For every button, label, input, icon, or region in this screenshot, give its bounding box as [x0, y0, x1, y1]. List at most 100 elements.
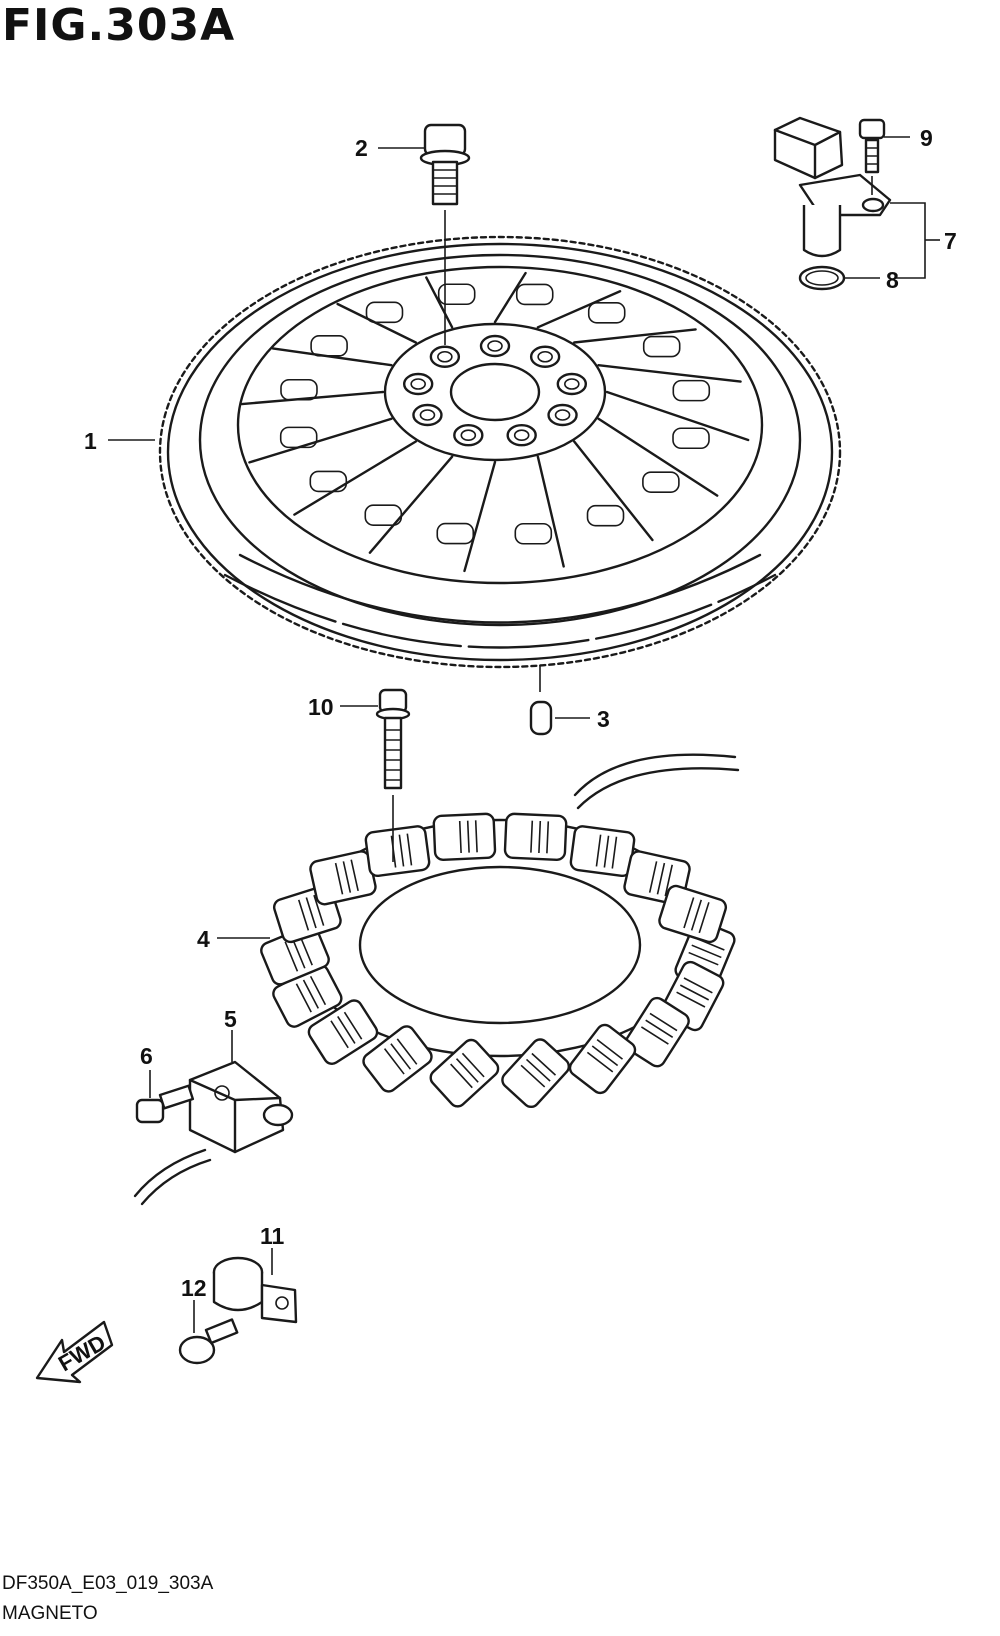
- hub-bolt-holes: [402, 334, 588, 447]
- figure-title: FIG.303A: [2, 0, 236, 51]
- winding-lines: [640, 1012, 678, 1045]
- hub-bolt-hole-inner: [410, 378, 426, 390]
- fan-blade: [493, 271, 527, 324]
- hub-bolt-hole: [506, 424, 537, 447]
- winding-lines: [450, 1052, 485, 1089]
- fan-vent-slot: [437, 283, 476, 306]
- winding-lines: [458, 820, 478, 854]
- fan-vent-slot: [365, 301, 404, 324]
- fan-blade: [597, 364, 742, 383]
- wire-clamp: [212, 1248, 298, 1324]
- clamp-bolt: [178, 1300, 239, 1365]
- hub-bolt-hole: [429, 345, 461, 368]
- winding-lines: [595, 834, 618, 869]
- fan-blade: [536, 455, 565, 568]
- hub-bolt-hole-inner: [419, 409, 436, 421]
- flywheel-rotor: [158, 235, 842, 669]
- flywheel-lower-edge: [238, 553, 762, 624]
- callout-2: 2: [355, 135, 368, 161]
- fan-vent-slot: [587, 302, 626, 324]
- hub-bolt-hole-inner: [460, 429, 477, 442]
- hub-bolt-hole-inner: [487, 340, 503, 352]
- hub-center-bore: [449, 362, 541, 422]
- pulser-screw: [135, 1070, 195, 1124]
- callout-11: 11: [260, 1223, 285, 1249]
- winding-lines: [530, 820, 550, 854]
- callout-3: 3: [597, 706, 610, 732]
- figure-name: MAGNETO: [2, 1603, 98, 1624]
- fan-blade: [368, 455, 454, 554]
- stator-coil-winding: [624, 996, 690, 1068]
- callout-numbers: 1 2 3 4 5 6 7 8 9 10 11 12: [84, 125, 957, 1301]
- fan-blade: [597, 417, 719, 497]
- callout-9: 9: [920, 125, 933, 151]
- hub-bolt-hole: [479, 334, 511, 358]
- stator-bolt: [375, 688, 411, 862]
- fan-vent-slot: [642, 335, 681, 358]
- ring-gear-teeth: [158, 235, 842, 669]
- fan-vent-slot: [514, 522, 553, 545]
- hub-bolt-hole: [547, 403, 578, 427]
- hub-bolt-hole-inner: [437, 350, 453, 363]
- hub-bolt-hole: [412, 403, 443, 427]
- pulser-coil: [133, 1030, 294, 1206]
- flywheel-bolt: [419, 123, 471, 345]
- hub-bolt-hole: [529, 345, 561, 368]
- crank-position-sensor: [773, 116, 940, 291]
- hub-bolt-hole-inner: [564, 378, 580, 390]
- stator-coil-winding: [658, 884, 728, 944]
- fan-vent-slot: [310, 335, 348, 357]
- stator-windings: [260, 812, 736, 1109]
- winding-lines: [284, 935, 313, 972]
- stator-coil-winding: [429, 1038, 500, 1108]
- fan-vent-slot: [279, 426, 318, 449]
- stator-coil-winding: [501, 1038, 570, 1109]
- stator-coil-winding: [569, 825, 636, 878]
- callout-10: 10: [308, 694, 334, 720]
- winding-lines: [297, 894, 325, 931]
- fan-blade: [605, 390, 750, 442]
- cooling-fan-blades: [240, 271, 750, 573]
- flywheel-bottom-edge: [223, 573, 777, 649]
- winding-lines: [648, 861, 673, 897]
- winding-lines: [683, 897, 710, 934]
- fan-blade: [572, 328, 697, 344]
- fwd-arrow-icon: FWD: [35, 1320, 114, 1384]
- callout-12: 12: [181, 1275, 207, 1301]
- fan-blade: [271, 347, 393, 367]
- stator-coil-winding: [432, 812, 497, 861]
- fan-vent-slot: [309, 470, 348, 493]
- stator-coil-winding: [309, 850, 377, 906]
- hub-bolt-hole: [402, 372, 434, 396]
- flywheel-rim: [166, 242, 834, 662]
- figure-code: DF350A_E03_019_303A: [2, 1573, 214, 1594]
- fan-blade: [425, 276, 454, 329]
- fan-blade: [336, 302, 418, 344]
- fan-vent-slot: [642, 471, 680, 493]
- stator-bore: [358, 865, 642, 1025]
- fan-blade: [572, 440, 654, 542]
- winding-lines: [295, 975, 327, 1013]
- callout-6: 6: [140, 1043, 153, 1069]
- callout-4: 4: [197, 926, 210, 952]
- fan-blade: [293, 440, 418, 516]
- stator-coil-winding: [362, 1025, 433, 1093]
- fan-blade: [536, 290, 622, 329]
- fan-vent-slot: [280, 378, 318, 401]
- winding-lines: [586, 1039, 623, 1073]
- fan-vent-slot: [586, 504, 625, 527]
- stator-coil-winding: [503, 812, 568, 861]
- fan-vent-slot: [672, 379, 711, 402]
- fan-blade: [463, 460, 497, 573]
- flywheel-face: [198, 253, 802, 627]
- fan-vent-slot: [364, 504, 403, 526]
- stator-coil-winding: [307, 999, 379, 1065]
- callout-5: 5: [224, 1006, 237, 1032]
- stator-coil-winding: [364, 825, 431, 878]
- fan-vent-slot: [515, 283, 554, 306]
- dowel-pin: [529, 665, 553, 736]
- callout-leaders: [108, 136, 910, 939]
- winding-lines: [676, 977, 713, 1008]
- fan-vent-slot: [672, 427, 710, 450]
